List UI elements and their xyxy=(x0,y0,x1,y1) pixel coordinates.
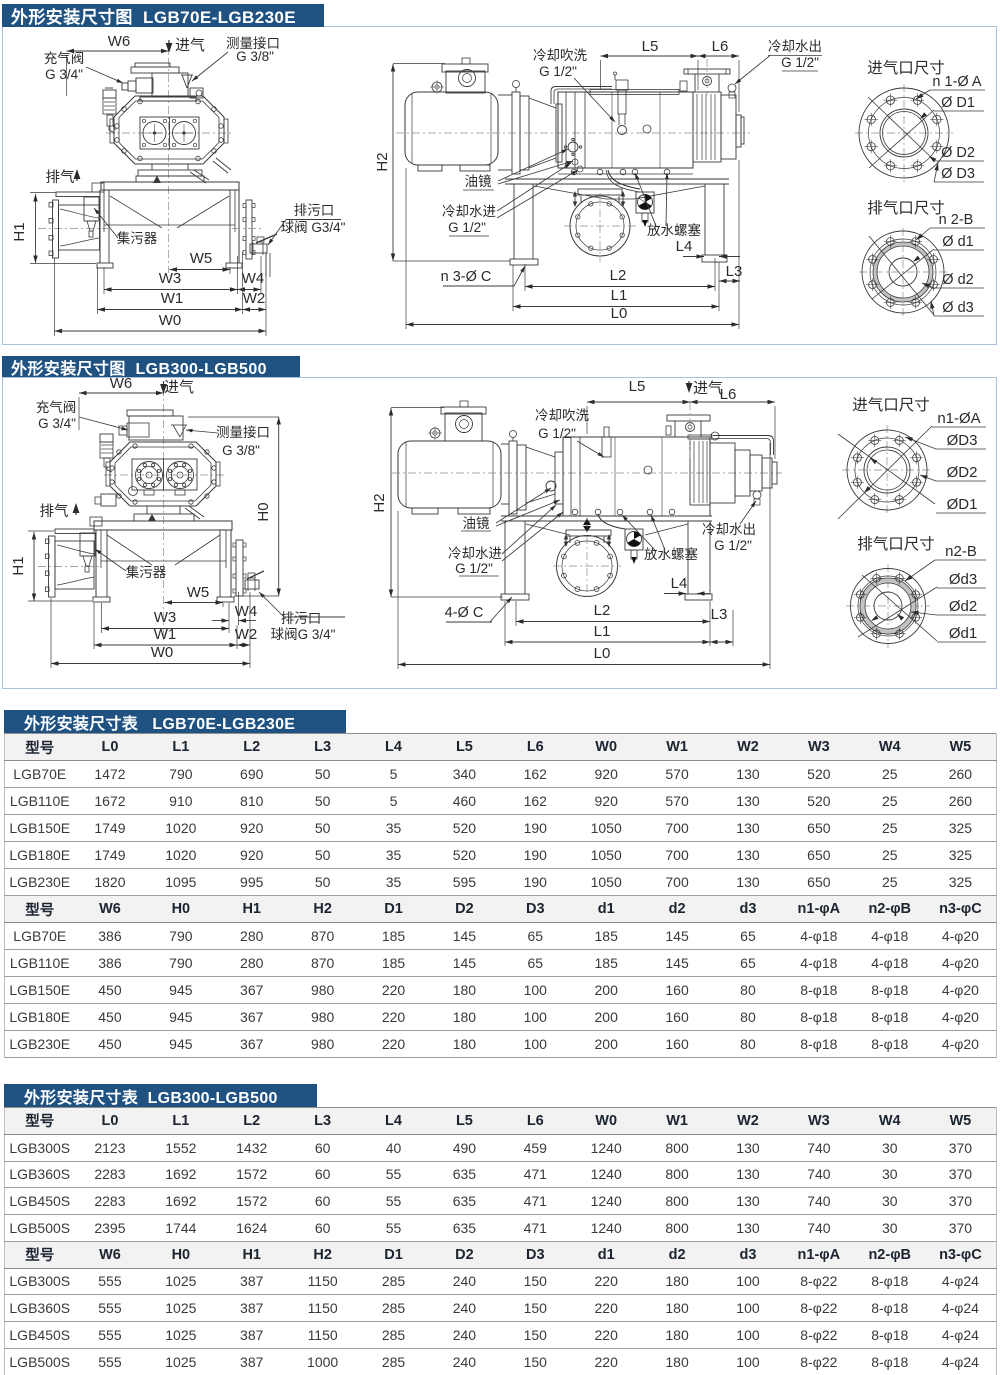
svg-text:集污器: 集污器 xyxy=(126,565,167,580)
svg-text:n 1-Ø A: n 1-Ø A xyxy=(932,74,981,90)
svg-text:冷却水出: 冷却水出 xyxy=(768,39,822,54)
svg-text:进气: 进气 xyxy=(175,37,205,54)
svg-text:L4: L4 xyxy=(671,575,688,592)
svg-text:W2: W2 xyxy=(235,626,258,643)
svg-text:球阀 G3/4": 球阀 G3/4" xyxy=(281,220,346,235)
svg-text:H2: H2 xyxy=(371,493,388,512)
svg-text:冷却水出: 冷却水出 xyxy=(702,522,756,537)
svg-text:球阀G 3/4": 球阀G 3/4" xyxy=(271,627,336,642)
svg-text:油镜: 油镜 xyxy=(463,516,490,531)
svg-text:W3: W3 xyxy=(159,270,182,287)
svg-text:冷却水进: 冷却水进 xyxy=(448,546,502,561)
svg-text:Ø d1: Ø d1 xyxy=(942,234,973,250)
svg-text:放水螺塞: 放水螺塞 xyxy=(644,546,698,562)
svg-text:Ø d3: Ø d3 xyxy=(942,300,973,316)
svg-text:ØD1: ØD1 xyxy=(947,496,978,513)
svg-text:Ø D2: Ø D2 xyxy=(941,145,975,161)
svg-text:排气: 排气 xyxy=(46,169,75,186)
svg-text:G 1/2": G 1/2" xyxy=(455,561,493,576)
svg-text:L5: L5 xyxy=(629,378,646,395)
svg-text:L1: L1 xyxy=(594,623,611,640)
svg-text:G 3/8": G 3/8" xyxy=(236,49,274,64)
svg-text:G 1/2": G 1/2" xyxy=(781,55,819,70)
svg-text:进气口尺寸: 进气口尺寸 xyxy=(852,396,930,414)
svg-text:排气口尺寸: 排气口尺寸 xyxy=(867,199,945,217)
svg-text:L4: L4 xyxy=(676,238,693,255)
svg-text:冷却吹洗: 冷却吹洗 xyxy=(535,408,589,423)
svg-text:L0: L0 xyxy=(594,645,611,662)
svg-text:L3: L3 xyxy=(726,263,743,280)
svg-text:W6: W6 xyxy=(108,33,131,50)
svg-text:冷却吹洗: 冷却吹洗 xyxy=(533,48,587,63)
svg-text:测量接口: 测量接口 xyxy=(216,424,270,440)
svg-text:油镜: 油镜 xyxy=(465,174,492,189)
svg-text:W0: W0 xyxy=(151,644,174,661)
svg-text:G 1/2": G 1/2" xyxy=(539,64,577,79)
svg-text:ØD2: ØD2 xyxy=(947,464,978,481)
svg-text:测量接口: 测量接口 xyxy=(226,35,280,51)
svg-text:G 3/8": G 3/8" xyxy=(222,443,260,458)
svg-text:排污口: 排污口 xyxy=(294,203,335,218)
svg-text:L0: L0 xyxy=(611,305,628,322)
svg-text:n 3-Ø C: n 3-Ø C xyxy=(441,269,492,285)
svg-text:Ø d2: Ø d2 xyxy=(942,272,973,288)
svg-text:ØD3: ØD3 xyxy=(947,432,978,449)
svg-text:进气口尺寸: 进气口尺寸 xyxy=(867,59,945,77)
svg-text:n1-ØA: n1-ØA xyxy=(937,410,980,427)
svg-text:L6: L6 xyxy=(712,38,729,55)
svg-text:4-Ø C: 4-Ø C xyxy=(445,605,484,621)
svg-text:W2: W2 xyxy=(243,290,266,307)
svg-text:H1: H1 xyxy=(11,222,28,241)
svg-text:L5: L5 xyxy=(642,38,659,55)
svg-text:W1: W1 xyxy=(154,626,177,643)
svg-text:L1: L1 xyxy=(611,287,628,304)
svg-text:W4: W4 xyxy=(242,270,265,287)
svg-text:进气: 进气 xyxy=(164,379,194,396)
svg-text:L6: L6 xyxy=(720,386,737,403)
svg-text:进气: 进气 xyxy=(693,380,723,397)
svg-text:n2-B: n2-B xyxy=(945,543,977,560)
svg-text:排气: 排气 xyxy=(40,503,69,520)
svg-text:W6: W6 xyxy=(110,375,133,392)
svg-text:集污器: 集污器 xyxy=(117,231,158,246)
svg-text:Ød1: Ød1 xyxy=(949,625,977,642)
svg-text:H2: H2 xyxy=(374,152,391,171)
svg-text:H0: H0 xyxy=(255,502,272,521)
svg-text:充气阀: 充气阀 xyxy=(36,400,77,415)
svg-text:L3: L3 xyxy=(711,606,728,623)
svg-text:排气口尺寸: 排气口尺寸 xyxy=(857,535,935,553)
svg-text:冷却水进: 冷却水进 xyxy=(442,204,496,219)
svg-text:放水螺塞: 放水螺塞 xyxy=(647,222,701,238)
svg-text:排污口: 排污口 xyxy=(281,611,322,626)
svg-text:G 3/4": G 3/4" xyxy=(38,416,76,431)
svg-text:H1: H1 xyxy=(10,556,27,575)
svg-text:Ød3: Ød3 xyxy=(949,571,977,588)
svg-text:W1: W1 xyxy=(161,290,184,307)
svg-text:W5: W5 xyxy=(190,250,213,267)
svg-text:W3: W3 xyxy=(154,609,177,626)
svg-text:Ø D1: Ø D1 xyxy=(941,95,975,111)
svg-text:G 1/2": G 1/2" xyxy=(448,220,486,235)
svg-text:G 1/2": G 1/2" xyxy=(538,426,576,441)
svg-text:G 1/2": G 1/2" xyxy=(714,538,752,553)
svg-text:L2: L2 xyxy=(610,267,627,284)
svg-text:充气阀: 充气阀 xyxy=(44,51,85,66)
svg-text:Ø D3: Ø D3 xyxy=(941,166,975,182)
svg-text:n 2-B: n 2-B xyxy=(939,212,974,228)
svg-text:W0: W0 xyxy=(159,312,182,329)
svg-text:Ød2: Ød2 xyxy=(949,598,977,615)
svg-text:W4: W4 xyxy=(235,603,258,620)
svg-text:L2: L2 xyxy=(594,602,611,619)
svg-text:G 3/4": G 3/4" xyxy=(45,67,83,82)
svg-text:W5: W5 xyxy=(187,584,210,601)
